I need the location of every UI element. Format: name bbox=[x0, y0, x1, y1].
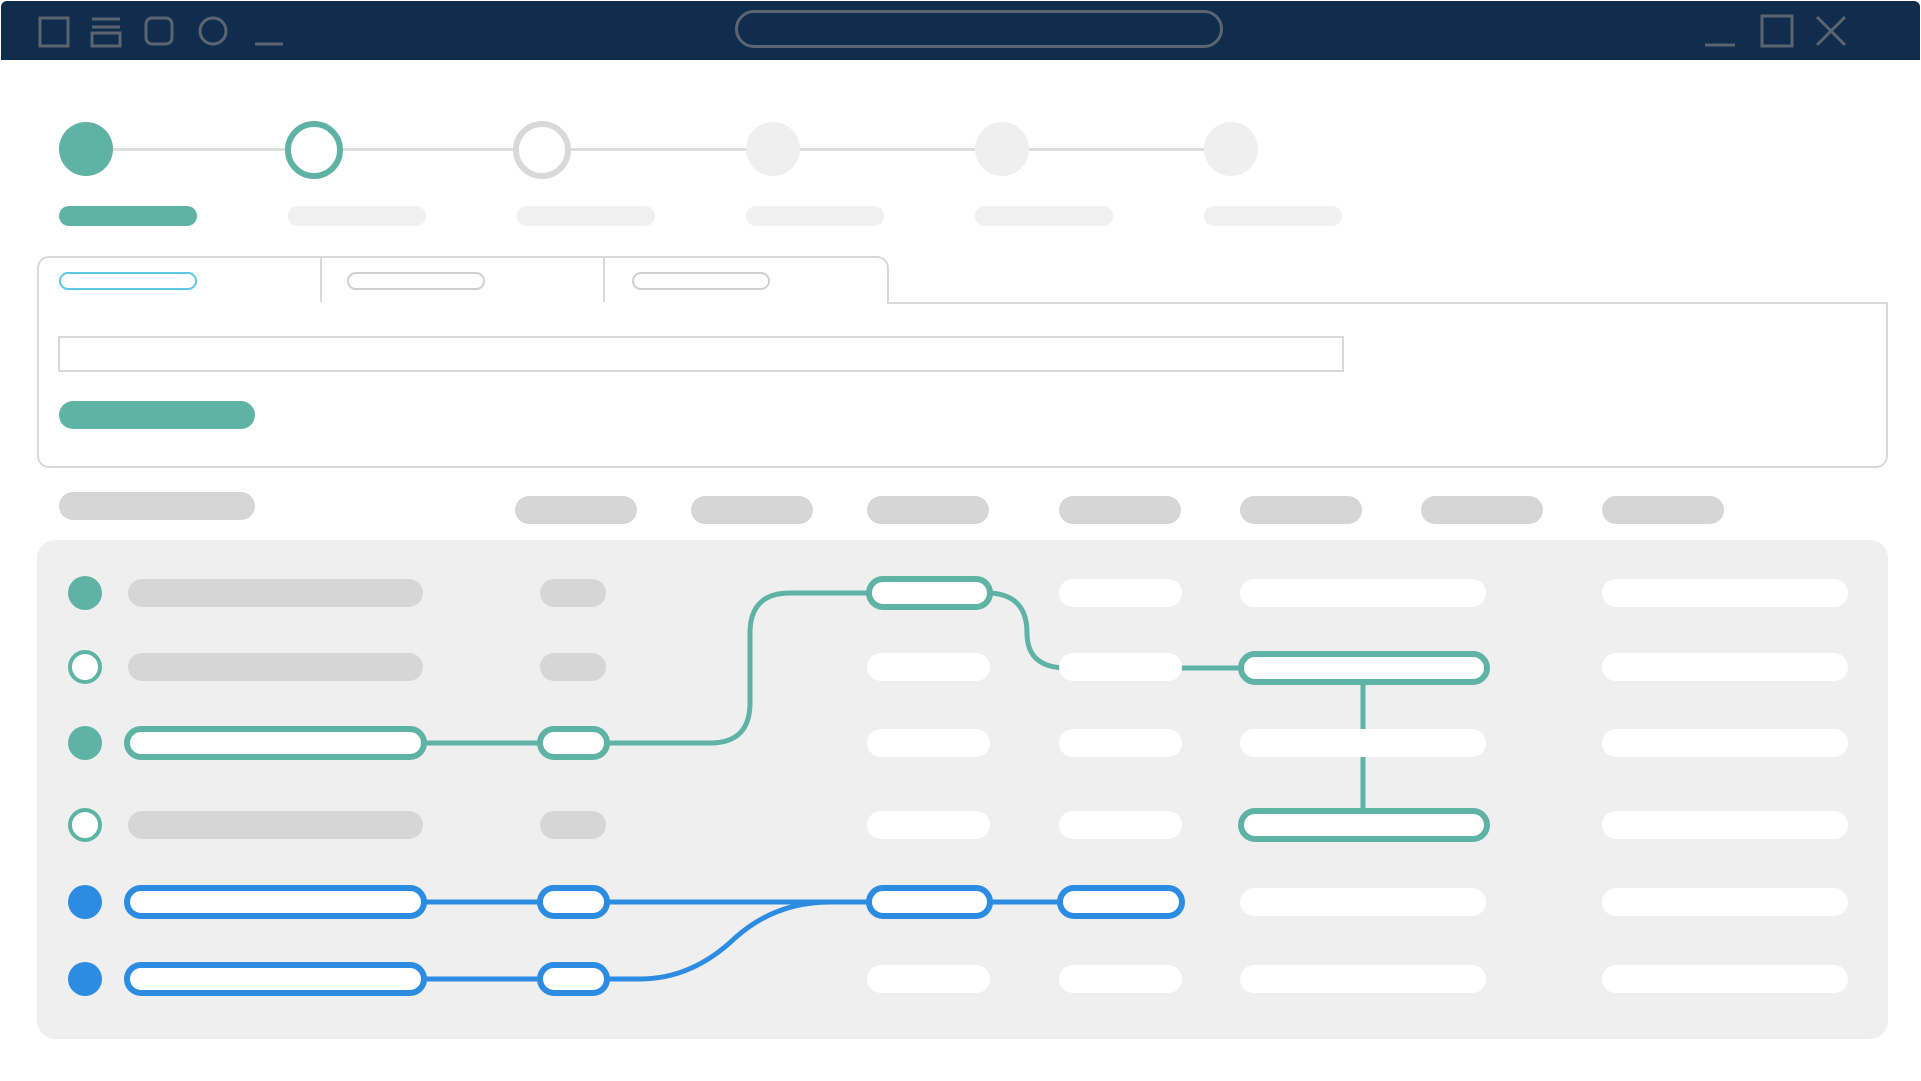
tab-2-label bbox=[347, 272, 485, 290]
row-4-col-4-cell[interactable] bbox=[1059, 811, 1182, 839]
row-3-col-3-cell[interactable] bbox=[867, 729, 990, 757]
row-1-name-cell[interactable] bbox=[128, 579, 423, 607]
step-1-completed[interactable] bbox=[59, 122, 113, 176]
row-5-col-4-cell[interactable] bbox=[1057, 885, 1185, 919]
column-header-1[interactable] bbox=[515, 496, 637, 524]
tab-content-panel bbox=[37, 302, 1888, 468]
tab-3-label bbox=[632, 272, 770, 290]
row-3-col-7-cell[interactable] bbox=[1602, 729, 1848, 757]
text-input-field[interactable] bbox=[58, 336, 1344, 372]
step-3-upcoming[interactable] bbox=[513, 121, 571, 179]
row-2-col-3-cell[interactable] bbox=[867, 653, 990, 681]
step-6-inactive[interactable] bbox=[1204, 122, 1258, 176]
primary-action-button[interactable] bbox=[59, 401, 255, 429]
row-6-name-cell[interactable] bbox=[124, 962, 427, 996]
row-5-col-1-cell[interactable] bbox=[537, 885, 610, 919]
row-3-col-1-cell[interactable] bbox=[537, 726, 610, 760]
circle-icon[interactable] bbox=[197, 15, 231, 49]
row-2-col-7-cell[interactable] bbox=[1602, 653, 1848, 681]
step-5-inactive[interactable] bbox=[975, 122, 1029, 176]
tab-3[interactable] bbox=[603, 256, 889, 304]
step-5-label bbox=[975, 206, 1113, 226]
row-3-status-dot[interactable] bbox=[68, 726, 102, 760]
row-3-col-5-cell[interactable] bbox=[1240, 729, 1486, 757]
step-3-label bbox=[517, 206, 655, 226]
row-5-name-cell[interactable] bbox=[124, 885, 427, 919]
address-bar[interactable] bbox=[735, 10, 1223, 48]
row-5-status-dot[interactable] bbox=[68, 885, 102, 919]
column-header-7[interactable] bbox=[1602, 496, 1724, 524]
row-6-col-1-cell[interactable] bbox=[537, 962, 610, 996]
row-4-name-cell[interactable] bbox=[128, 811, 423, 839]
row-4-status-dot[interactable] bbox=[68, 808, 102, 842]
row-6-col-4-cell[interactable] bbox=[1059, 965, 1182, 993]
column-header-3[interactable] bbox=[867, 496, 989, 524]
row-4-col-7-cell[interactable] bbox=[1602, 811, 1848, 839]
row-4-col-5-cell[interactable] bbox=[1238, 808, 1490, 842]
rounded-square-icon[interactable] bbox=[143, 15, 177, 49]
close-icon[interactable] bbox=[1813, 13, 1849, 49]
row-1-col-1-cell[interactable] bbox=[540, 579, 606, 607]
step-2-label bbox=[288, 206, 426, 226]
row-2-name-cell[interactable] bbox=[128, 653, 423, 681]
row-2-col-1-cell[interactable] bbox=[540, 653, 606, 681]
row-4-col-3-cell[interactable] bbox=[867, 811, 990, 839]
row-6-col-7-cell[interactable] bbox=[1602, 965, 1848, 993]
underscore-icon[interactable] bbox=[253, 15, 287, 49]
step-1-label bbox=[59, 206, 197, 226]
column-header-5[interactable] bbox=[1240, 496, 1362, 524]
step-4-label bbox=[746, 206, 884, 226]
row-1-col-4-cell[interactable] bbox=[1059, 579, 1182, 607]
step-4-inactive[interactable] bbox=[746, 122, 800, 176]
row-5-col-5-cell[interactable] bbox=[1240, 888, 1486, 916]
grid-header-title bbox=[59, 492, 255, 520]
tab-1[interactable] bbox=[37, 256, 322, 304]
maximize-icon[interactable] bbox=[1759, 13, 1795, 49]
window-titlebar bbox=[1, 1, 1920, 60]
step-6-label bbox=[1204, 206, 1342, 226]
row-5-col-3-cell[interactable] bbox=[866, 885, 993, 919]
tab-1-label bbox=[59, 272, 197, 290]
minimize-icon[interactable] bbox=[1703, 15, 1737, 49]
row-2-status-dot[interactable] bbox=[68, 650, 102, 684]
row-2-col-5-cell[interactable] bbox=[1238, 651, 1490, 685]
square-icon[interactable] bbox=[37, 15, 71, 49]
row-3-name-cell[interactable] bbox=[124, 726, 427, 760]
row-1-status-dot[interactable] bbox=[68, 576, 102, 610]
column-header-2[interactable] bbox=[691, 496, 813, 524]
column-header-6[interactable] bbox=[1421, 496, 1543, 524]
data-grid bbox=[37, 540, 1888, 1039]
tab-strip-cover bbox=[39, 302, 887, 305]
row-6-col-5-cell[interactable] bbox=[1240, 965, 1486, 993]
row-1-col-7-cell[interactable] bbox=[1602, 579, 1848, 607]
column-header-4[interactable] bbox=[1059, 496, 1181, 524]
tab-2[interactable] bbox=[320, 256, 605, 304]
row-1-col-5-cell[interactable] bbox=[1240, 579, 1486, 607]
layers-icon[interactable] bbox=[89, 15, 123, 49]
step-2-current[interactable] bbox=[285, 121, 343, 179]
step-connector bbox=[112, 148, 1242, 151]
row-5-col-7-cell[interactable] bbox=[1602, 888, 1848, 916]
row-2-col-4-cell[interactable] bbox=[1059, 653, 1182, 681]
row-4-col-1-cell[interactable] bbox=[540, 811, 606, 839]
row-1-col-3-cell[interactable] bbox=[866, 576, 993, 610]
progress-stepper bbox=[0, 0, 1921, 240]
row-6-status-dot[interactable] bbox=[68, 962, 102, 996]
row-6-col-3-cell[interactable] bbox=[867, 965, 990, 993]
row-3-col-4-cell[interactable] bbox=[1059, 729, 1182, 757]
